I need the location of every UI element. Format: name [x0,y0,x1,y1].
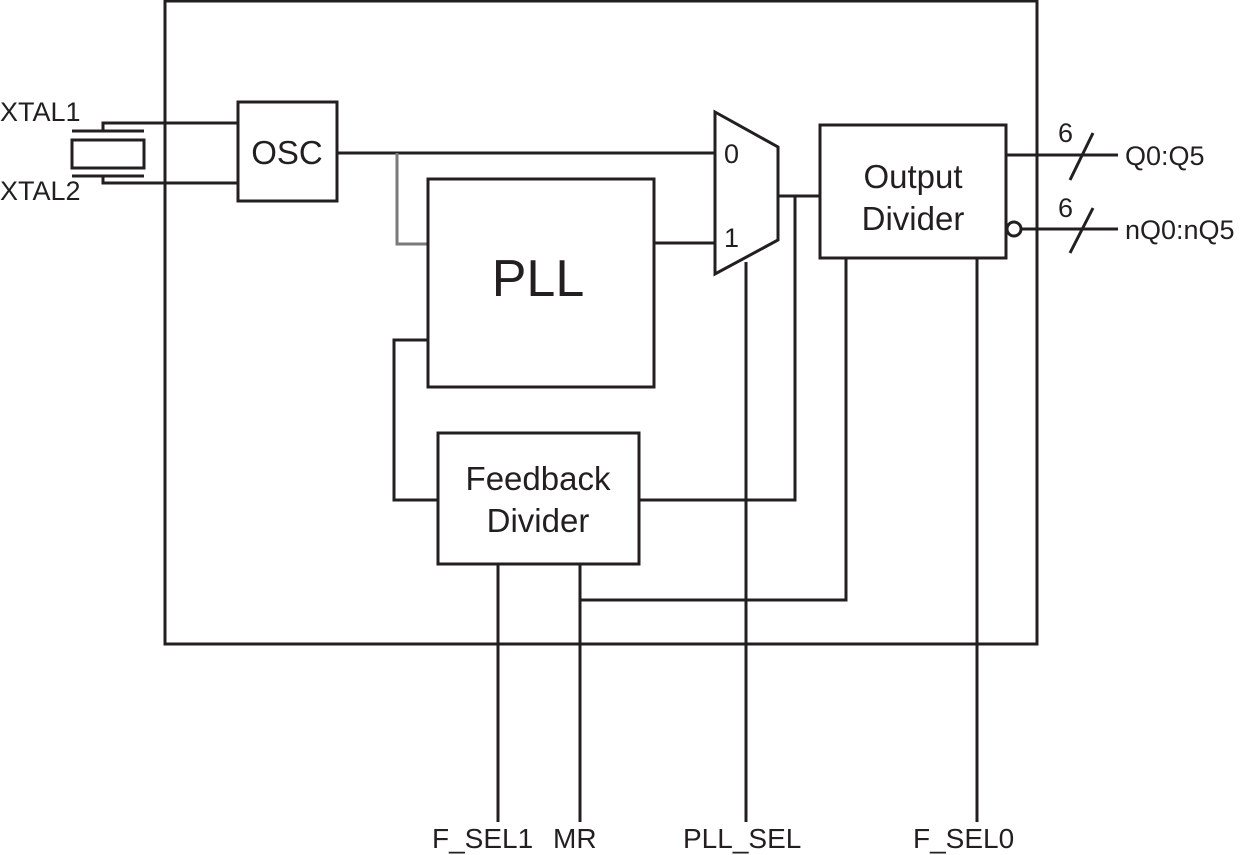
output-divider-label-1: Output [863,158,962,195]
feedback-divider-label-1: Feedback [466,460,611,497]
inversion-bubble-icon [1005,220,1023,238]
pin-label-xtal1: XTAL1 [0,97,81,127]
wire-feedback-to-pll [392,338,438,502]
mux-input-0-label: 0 [724,139,739,169]
wire-mux-out-to-feedback [639,196,797,502]
output-divider-block [818,123,1008,260]
osc-label: OSC [251,134,323,171]
mux-input-1-label: 1 [724,223,739,253]
feedback-divider-block [436,431,641,566]
bus-slash-q-icon [1068,132,1095,181]
bus-slash-nq-icon [1068,207,1095,254]
output-label-nq: nQ0:nQ5 [1125,215,1235,245]
pll-block [426,177,656,389]
crystal-icon [70,121,238,185]
mux-block [713,109,780,277]
output-label-q: Q0:Q5 [1125,141,1205,171]
feedback-divider-label-2: Divider [487,502,590,539]
osc-block [236,100,339,203]
pll-label: PLL [492,250,585,308]
pin-label-f-sel0: F_SEL0 [913,823,1014,854]
pin-label-xtal2: XTAL2 [0,176,81,206]
pin-label-mr: MR [553,823,597,854]
pin-label-f-sel1: F_SEL1 [432,823,533,854]
bus-width-nq: 6 [1058,193,1073,223]
wire-mr-to-output-divider [580,258,848,602]
bus-width-q: 6 [1058,118,1073,148]
pin-label-pll-sel: PLL_SEL [683,823,801,854]
output-divider-label-2: Divider [862,200,965,237]
wire-osc-to-pll [395,153,428,246]
